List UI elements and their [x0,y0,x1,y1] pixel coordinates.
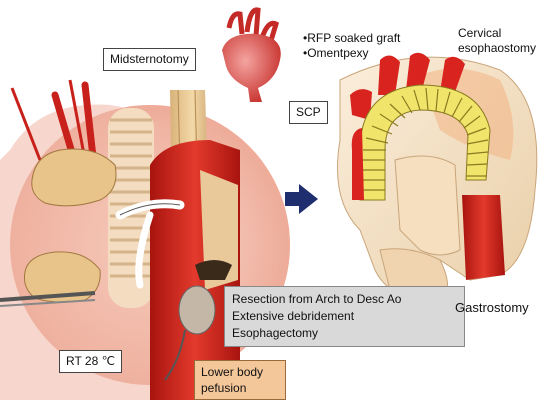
cervical-line1: Cervical [458,26,536,41]
scp-label: SCP [289,101,328,124]
lower-body-perfusion-box: Lower body pefusion [194,360,286,400]
omentpexy-label: •Omentpexy [303,46,369,61]
rfp-graft-label: •RFP soaked graft [303,31,400,46]
resection-line3: Esophagectomy [232,325,457,342]
lower-body-line2: pefusion [201,380,279,396]
right-arrow-icon [285,184,318,214]
cervical-label: Cervical esophaostomy [458,26,536,56]
gastrostomy-label: Gastrostomy [455,300,529,315]
reconstructed-field [338,53,537,301]
midsternotomy-label: Midsternotomy [103,48,196,71]
lower-body-line1: Lower body [201,364,279,380]
heart-aorta-icon [222,10,281,102]
resection-box: Resection from Arch to Desc Ao Extensive… [224,286,465,347]
resection-line2: Extensive debridement [232,308,457,325]
rt-label: RT 28 ℃ [59,350,122,373]
resection-line1: Resection from Arch to Desc Ao [232,291,457,308]
cervical-line2: esophaostomy [458,41,536,56]
